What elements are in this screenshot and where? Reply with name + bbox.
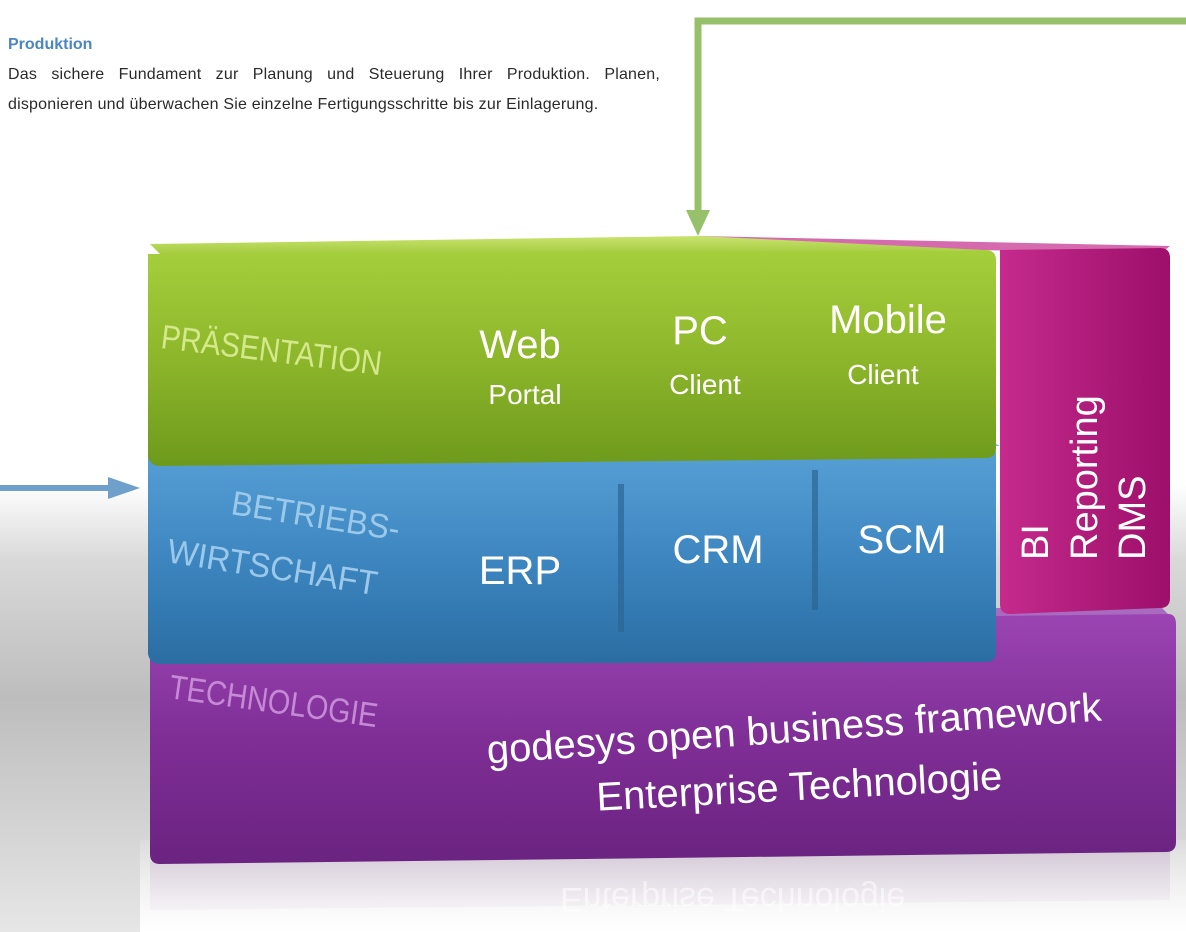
presentation-item-mobile-sub: Client xyxy=(847,359,919,390)
side-layer: BI Reporting DMS xyxy=(700,236,1170,614)
presentation-item-web: Web xyxy=(479,323,561,367)
presentation-item-web-sub: Portal xyxy=(488,379,561,410)
business-divider-2 xyxy=(812,470,818,610)
presentation-layer: PRÄSENTATION Web Portal PC Client Mobile… xyxy=(148,236,996,466)
business-block xyxy=(148,436,996,664)
side-item-bi: BI xyxy=(1015,524,1057,560)
side-block xyxy=(1000,248,1170,614)
presentation-item-mobile: Mobile xyxy=(829,298,947,342)
business-layer: BETRIEBS- WIRTSCHAFT ERP CRM SCM xyxy=(148,428,1000,664)
intro-panel: Produktion Das sichere Fundament zur Pla… xyxy=(8,36,660,120)
technology-block xyxy=(150,614,1176,864)
side-item-dms: DMS xyxy=(1112,476,1154,560)
business-divider-1 xyxy=(618,484,624,632)
presentation-item-pc-sub: Client xyxy=(669,369,741,400)
business-item-scm: SCM xyxy=(858,518,947,562)
side-item-reporting: Reporting xyxy=(1064,395,1106,560)
business-item-crm: CRM xyxy=(672,528,763,572)
presentation-item-pc: PC xyxy=(672,309,728,353)
business-item-erp: ERP xyxy=(479,549,561,593)
intro-text: Das sichere Fundament zur Planung und St… xyxy=(8,66,660,113)
presentation-block xyxy=(148,250,996,466)
blue-arrow xyxy=(0,477,140,499)
green-arrow xyxy=(686,17,1186,236)
intro-title: Produktion xyxy=(8,36,93,53)
